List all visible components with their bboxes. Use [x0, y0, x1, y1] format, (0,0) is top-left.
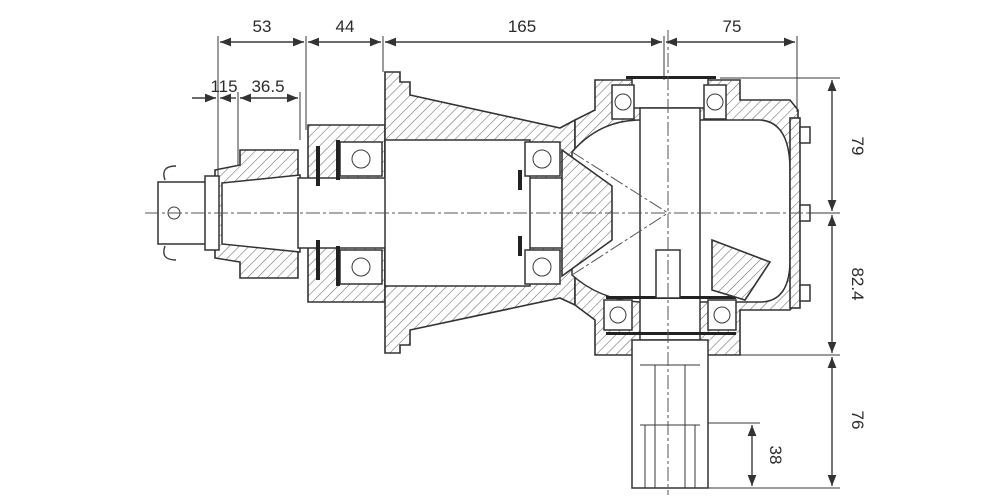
dim-53: 53 — [253, 17, 272, 36]
dim-165: 165 — [508, 17, 536, 36]
output-shaft — [603, 76, 737, 489]
dim-75: 75 — [723, 17, 742, 36]
dim-82-4: 82.4 — [848, 267, 867, 300]
dim-36-5: 36.5 — [251, 77, 284, 96]
dim-115: 115 — [210, 77, 237, 96]
dim-44: 44 — [336, 17, 355, 36]
dimension-lines — [192, 36, 840, 489]
dim-79: 79 — [848, 137, 867, 156]
dim-38: 38 — [766, 446, 785, 465]
center-lines — [145, 30, 840, 495]
dim-76: 76 — [848, 411, 867, 430]
crown-gear — [711, 238, 772, 301]
